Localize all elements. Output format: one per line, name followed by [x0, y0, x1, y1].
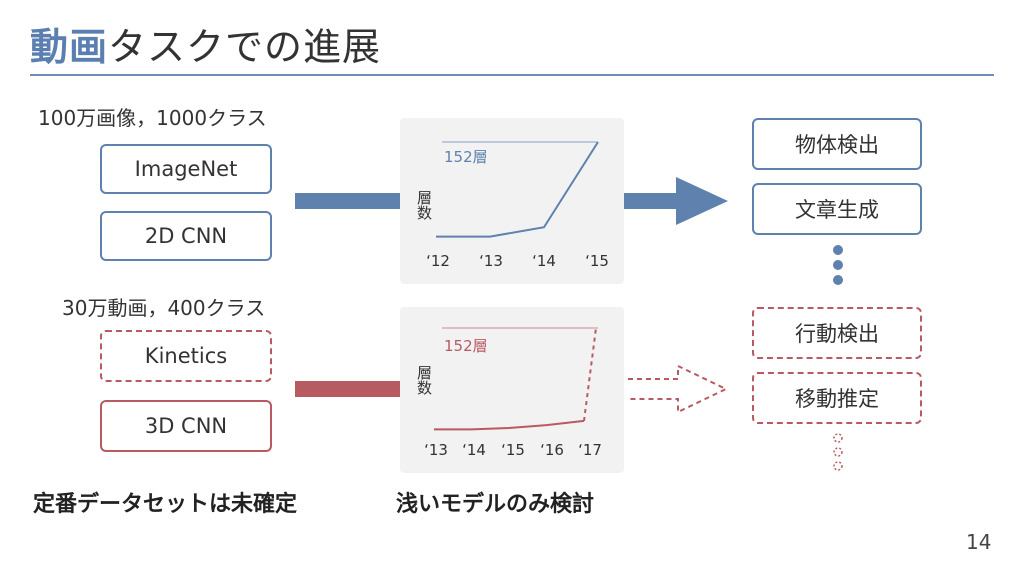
- top-series-line: [436, 141, 599, 238]
- blue-arrow-shaft: [624, 193, 676, 209]
- page-number: 14: [966, 530, 992, 554]
- red-dot: [833, 433, 843, 443]
- kinetics-box: Kinetics: [100, 330, 272, 382]
- bottom-layer-label: 152層: [444, 337, 488, 355]
- title-divider: [30, 74, 994, 76]
- red-dot: [833, 447, 843, 457]
- top-ylabel: 層数: [415, 190, 433, 220]
- tick-label: ‘16: [540, 441, 564, 459]
- blue-arrow-head: [676, 177, 728, 225]
- blue-ellipsis-dots: [833, 245, 843, 285]
- red-dot: [833, 461, 843, 471]
- bottom-series-projection: [583, 327, 597, 422]
- caption-generation-box: 文章生成: [752, 183, 922, 235]
- tick-label: ‘12: [426, 252, 450, 270]
- blue-bar: [295, 193, 400, 209]
- action-detection-box: 行動検出: [752, 307, 922, 359]
- cnn-2d-box: 2D CNN: [100, 211, 272, 261]
- bottom-ylabel: 層数: [415, 365, 433, 395]
- red-bar-left: [295, 381, 400, 397]
- blue-dot: [833, 275, 843, 285]
- red-dashed-arrow-outline: [628, 364, 729, 414]
- imagenet-box: ImageNet: [100, 144, 272, 194]
- cnn-3d-box: 3D CNN: [100, 400, 272, 452]
- blue-arrow-right: [624, 177, 728, 225]
- note-models: 浅いモデルのみ検討: [396, 492, 595, 517]
- red-dashed-arrow-right: [628, 364, 729, 414]
- red-bar: [295, 381, 400, 397]
- bottom-layer-chart: 152層 層数 ‘13 ‘14 ‘15 ‘16 ‘17: [415, 327, 602, 459]
- imagenet-caption: 100万画像，1000クラス: [38, 106, 267, 130]
- tick-label: ‘13: [479, 252, 503, 270]
- bottom-series-line: [434, 419, 585, 431]
- top-layer-label: 152層: [444, 148, 488, 166]
- blue-dot: [833, 260, 843, 270]
- note-datasets: 定番データセットは未確定: [33, 492, 298, 517]
- kinetics-caption: 30万動画，400クラス: [62, 296, 266, 320]
- top-layer-chart: 152層 層数 ‘12 ‘13 ‘14 ‘15: [415, 141, 609, 270]
- tick-label: ‘14: [532, 252, 556, 270]
- top-chart-panel: 152層 層数 ‘12 ‘13 ‘14 ‘15: [400, 118, 624, 284]
- tick-label: ‘15: [585, 252, 609, 270]
- slide-title: 動画タスクでの進展: [30, 16, 381, 71]
- tick-label: ‘17: [578, 441, 602, 459]
- blue-bar-arrow-left: [295, 193, 400, 209]
- slide-title-highlight: 動画: [30, 25, 109, 69]
- object-detection-box: 物体検出: [752, 118, 922, 170]
- slide-title-rest: タスクでの進展: [108, 25, 382, 69]
- tick-label: ‘13: [424, 441, 448, 459]
- motion-estimation-box: 移動推定: [752, 372, 922, 424]
- bottom-chart-panel: 152層 層数 ‘13 ‘14 ‘15 ‘16 ‘17: [400, 307, 624, 473]
- tick-label: ‘15: [501, 441, 525, 459]
- tick-label: ‘14: [462, 441, 486, 459]
- red-ellipsis-dots: [833, 433, 843, 471]
- blue-dot: [833, 245, 843, 255]
